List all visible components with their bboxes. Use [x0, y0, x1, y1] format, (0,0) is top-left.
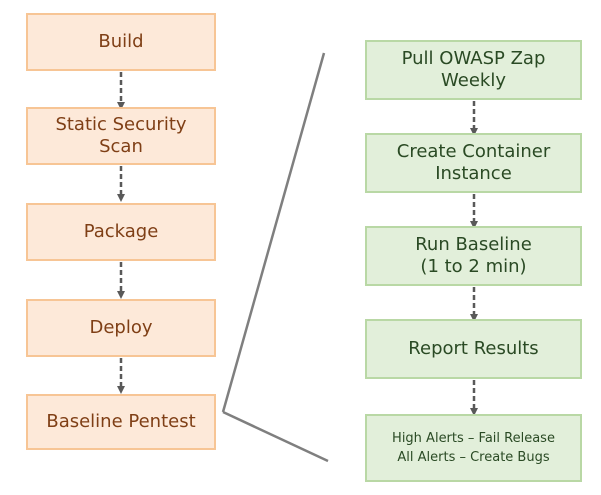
expansion-line-upper: [221, 52, 326, 413]
step-deploy-label: Deploy: [89, 317, 153, 339]
step-static-security-scan: Static Security Scan: [26, 107, 216, 165]
step-package-label: Package: [83, 221, 159, 243]
step-baseline-pentest-label: Baseline Pentest: [46, 411, 196, 433]
step-pull-owasp-zap-label: Pull OWASP Zap Weekly: [401, 48, 546, 91]
step-static-security-scan-label: Static Security Scan: [55, 114, 187, 157]
step-alerts: High Alerts – Fail Release All Alerts – …: [365, 414, 582, 482]
step-alerts-label: High Alerts – Fail Release All Alerts – …: [392, 430, 555, 466]
step-create-container-label: Create Container Instance: [396, 141, 551, 184]
step-build: Build: [26, 13, 216, 71]
step-report-results-label: Report Results: [408, 338, 539, 360]
step-package: Package: [26, 203, 216, 261]
step-pull-owasp-zap: Pull OWASP Zap Weekly: [365, 40, 582, 100]
step-deploy: Deploy: [26, 299, 216, 357]
step-baseline-pentest: Baseline Pentest: [26, 394, 216, 450]
step-run-baseline-label: Run Baseline (1 to 2 min): [415, 234, 532, 277]
step-run-baseline: Run Baseline (1 to 2 min): [365, 226, 582, 286]
step-report-results: Report Results: [365, 319, 582, 379]
expansion-line-lower: [222, 410, 329, 463]
step-build-label: Build: [98, 31, 144, 53]
step-create-container: Create Container Instance: [365, 133, 582, 193]
